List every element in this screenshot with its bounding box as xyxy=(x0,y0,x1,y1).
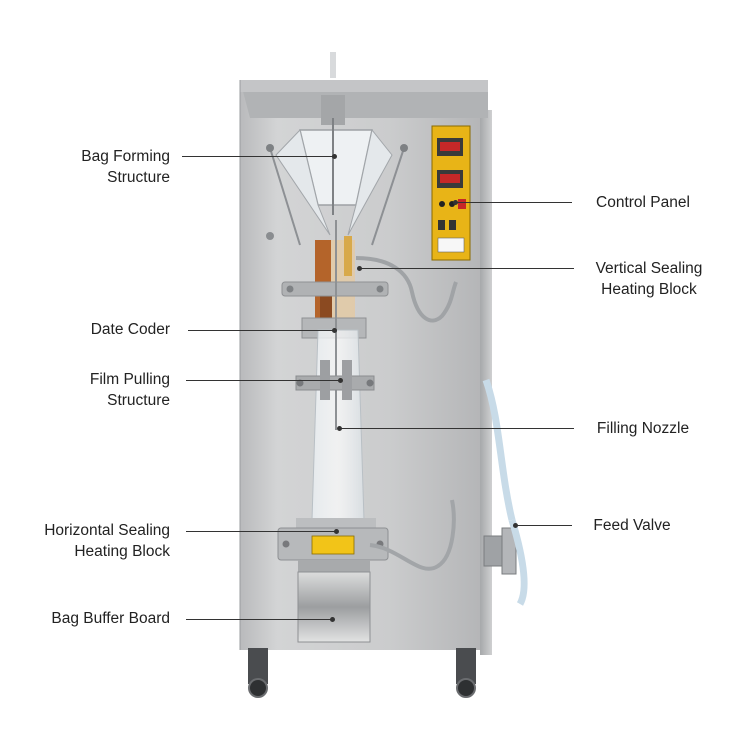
leader-bag-forming xyxy=(182,154,337,159)
feed-hose xyxy=(482,378,516,521)
label-filling-nozzle-text: Filling Nozzle xyxy=(596,420,690,437)
leader-feed-valve xyxy=(513,523,572,528)
label-date-coder-text: Date Coder xyxy=(90,321,170,338)
front-left-leg xyxy=(248,648,268,684)
label-control-panel-text: Control Panel xyxy=(596,194,690,211)
label-horizontal-sealing-line-1: Horizontal Sealing xyxy=(44,522,170,539)
label-bag-buffer-text: Bag Buffer Board xyxy=(51,610,170,627)
label-feed-valve: Feed Valve xyxy=(572,515,692,536)
film-tube xyxy=(311,329,365,521)
leader-control-panel xyxy=(453,200,572,205)
bag-buffer-board xyxy=(297,571,371,643)
label-horizontal-sealing-line-2: Heating Block xyxy=(74,543,170,560)
film-puller xyxy=(295,375,375,391)
top-rod xyxy=(330,52,336,78)
leader-film-pulling xyxy=(186,378,343,383)
label-bag-forming-line-2: Structure xyxy=(107,169,170,186)
leader-bag-buffer xyxy=(186,617,335,622)
sealer-cable xyxy=(355,256,458,323)
label-control-panel: Control Panel xyxy=(578,192,708,213)
label-film-pulling-line-1: Film Pulling xyxy=(89,371,170,388)
label-date-coder: Date Coder xyxy=(40,319,170,340)
leader-horizontal-sealing xyxy=(186,529,339,534)
label-vertical-sealing-line-2: Heating Block xyxy=(601,281,697,298)
front-right-leg xyxy=(456,648,476,684)
label-vertical-sealing-line-1: Vertical Sealing xyxy=(595,260,703,277)
horizontal-sealer-cable xyxy=(369,499,456,571)
label-bag-buffer: Bag Buffer Board xyxy=(10,608,170,629)
leader-date-coder xyxy=(188,328,337,333)
label-bag-forming-line-1: Bag Forming xyxy=(81,148,170,165)
label-film-pulling-line-2: Structure xyxy=(107,392,170,409)
feed-valve xyxy=(483,535,503,567)
label-filling-nozzle: Filling Nozzle xyxy=(578,418,708,439)
label-bag-forming: Bag Forming Structure xyxy=(40,146,170,188)
left-caster xyxy=(248,678,268,698)
leader-vertical-sealing xyxy=(357,266,574,271)
right-caster xyxy=(456,678,476,698)
leader-filling-nozzle xyxy=(337,426,574,431)
label-horizontal-sealing: Horizontal Sealing Heating Block xyxy=(10,520,170,562)
label-film-pulling: Film Pulling Structure xyxy=(40,369,170,411)
label-feed-valve-text: Feed Valve xyxy=(593,517,671,534)
label-vertical-sealing: Vertical Sealing Heating Block xyxy=(578,258,720,300)
